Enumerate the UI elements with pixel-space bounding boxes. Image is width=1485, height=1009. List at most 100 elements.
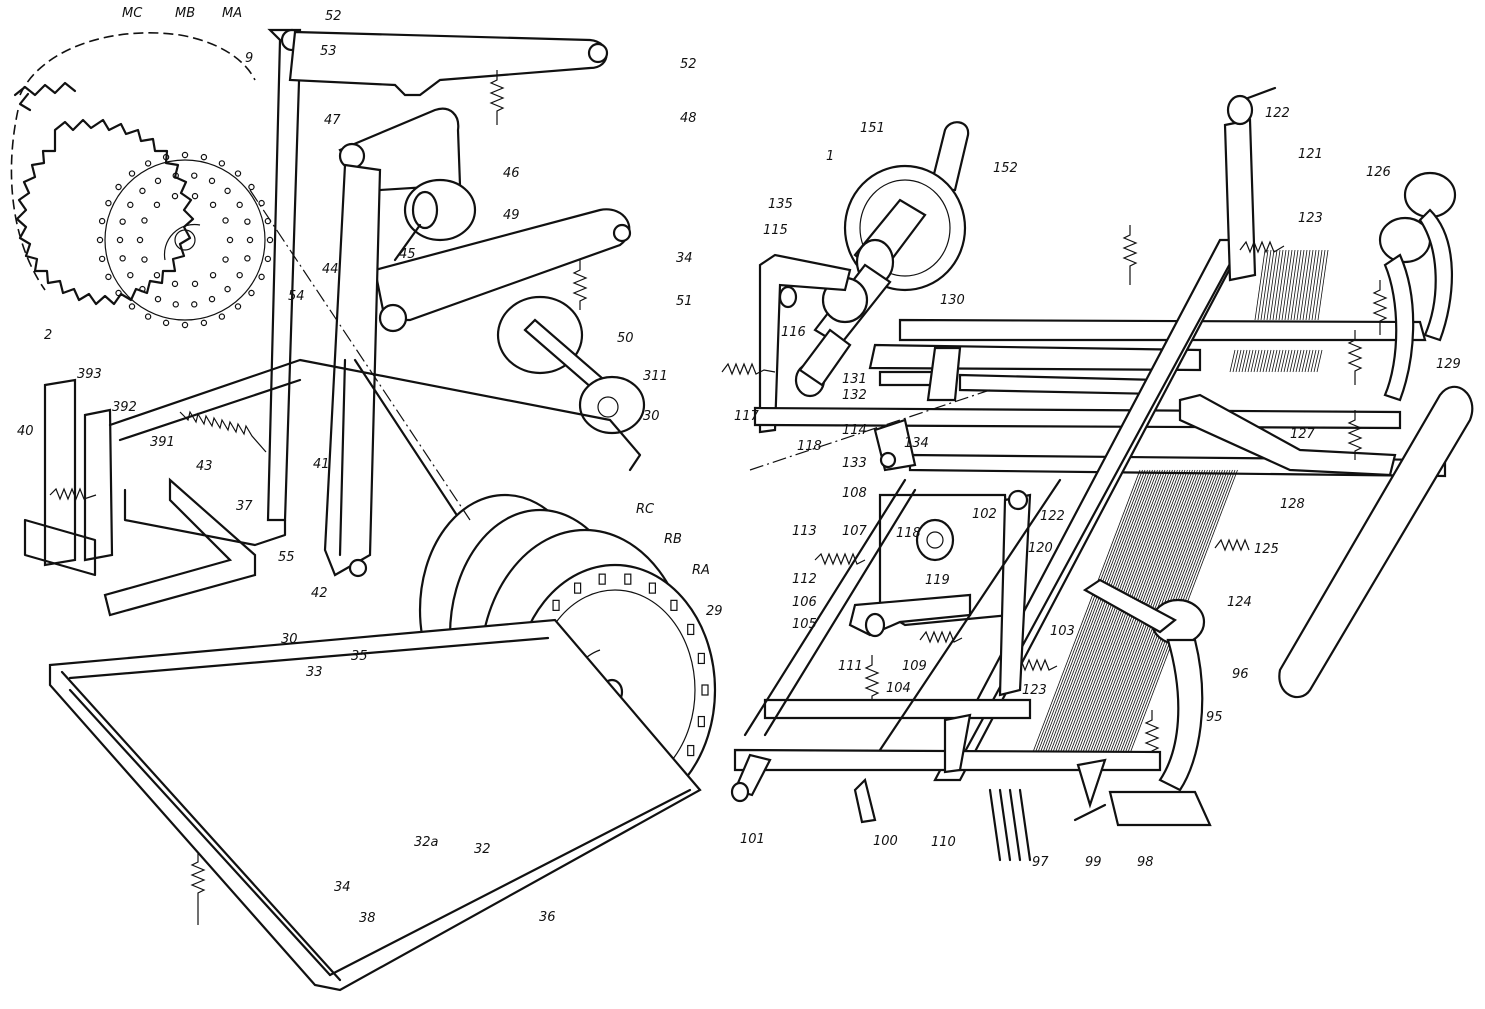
stack-97 <box>988 788 1032 862</box>
hatch-line <box>1059 469 1171 761</box>
hatch-line <box>1280 349 1287 373</box>
hatch-line <box>1316 349 1323 373</box>
label-131: 131 <box>842 372 867 387</box>
wheel-hole <box>116 236 124 244</box>
wheel-hole <box>105 273 112 281</box>
label-117: 117 <box>734 409 760 424</box>
bar-127 <box>1178 393 1397 477</box>
label-ma: MA <box>222 6 242 21</box>
wheel-hole <box>258 199 265 207</box>
wheel-hole <box>172 301 179 308</box>
hatch-line <box>1277 349 1284 373</box>
wheel-hole <box>162 319 170 327</box>
hatch-line <box>1286 349 1293 373</box>
hatch-line <box>1296 249 1308 321</box>
hatch-line <box>1057 469 1168 761</box>
label-121: 121 <box>1298 147 1323 162</box>
shaft-118 <box>794 328 852 398</box>
label-113: 113 <box>792 524 817 539</box>
hatch-line <box>1054 469 1166 761</box>
wheel-hole <box>154 295 162 303</box>
hatch-line <box>1302 249 1314 321</box>
label-30-lower: 30 <box>281 632 298 647</box>
wheel-hole <box>218 160 226 167</box>
lever-48 <box>288 30 609 97</box>
label-129: 129 <box>1436 357 1461 372</box>
wheel-hole <box>208 177 216 185</box>
reference-labels: MC MB MA 9 52 53 52 48 47 46 49 44 45 34… <box>17 6 1461 926</box>
hatch-line <box>1263 249 1275 321</box>
wheel-hole <box>248 289 255 297</box>
hatch-line <box>1293 249 1305 321</box>
label-104: 104 <box>886 681 911 696</box>
base-frame-36 <box>48 618 702 992</box>
label-122-mid: 122 <box>1040 509 1065 524</box>
hatch-line <box>1241 349 1248 373</box>
label-122-top: 122 <box>1265 106 1290 121</box>
wheel-hole <box>248 183 255 191</box>
wheel-hole <box>246 236 254 244</box>
hatch-line <box>1037 469 1148 761</box>
hatch-line <box>1047 469 1158 761</box>
hatch-line <box>1265 349 1272 373</box>
label-46: 46 <box>503 166 520 181</box>
hatch-line <box>1314 249 1326 321</box>
wheel-hole <box>162 153 170 161</box>
wheel-hole <box>209 201 217 209</box>
drum-pin <box>670 599 678 611</box>
wheel-hole <box>181 151 189 159</box>
link-rod-40 <box>23 358 642 577</box>
label-130: 130 <box>940 293 965 308</box>
label-53: 53 <box>320 44 337 59</box>
label-34-lower: 34 <box>334 880 351 895</box>
hatch-line <box>1044 469 1156 761</box>
label-34-upper: 34 <box>676 251 693 266</box>
hatch-line <box>1274 349 1281 373</box>
wheel-hole <box>119 218 126 225</box>
hatch-line <box>1311 249 1323 321</box>
drum-pin <box>687 623 695 636</box>
wheel-hole <box>234 303 242 310</box>
drum-pin <box>598 573 606 585</box>
wheel-hole <box>144 160 152 167</box>
wheel-hole <box>218 313 226 320</box>
wheel-hole <box>200 319 208 327</box>
hatch-line <box>1067 469 1178 761</box>
spring-113 <box>814 552 866 566</box>
wheel-hole <box>115 289 122 297</box>
wheel-hole <box>234 170 242 177</box>
hatch-line <box>1238 349 1245 373</box>
label-9: 9 <box>245 51 253 66</box>
label-127: 127 <box>1290 427 1316 442</box>
hatch-line <box>1260 249 1272 321</box>
wheel-hole <box>258 273 265 281</box>
drum-pin <box>574 582 582 594</box>
hatch-line <box>1232 349 1239 373</box>
springs-right <box>864 225 1388 765</box>
roll-96 <box>1278 385 1474 699</box>
wheel-hole <box>200 153 208 161</box>
roller-49 <box>393 178 477 262</box>
needle-99 <box>1073 758 1107 822</box>
wheel-hole <box>172 172 179 179</box>
label-48: 48 <box>680 111 697 126</box>
wheel-hole <box>141 256 148 263</box>
dashdot-lines <box>249 189 991 521</box>
hatched-block <box>1229 249 1329 373</box>
lever-53 <box>266 28 304 522</box>
hatch-line <box>1042 469 1153 761</box>
label-107: 107 <box>842 524 868 539</box>
hatch-line <box>1247 349 1254 373</box>
drum-pin <box>697 652 705 665</box>
label-109: 109 <box>902 659 927 674</box>
hatch-line <box>1307 349 1314 373</box>
wheel-hole <box>144 313 152 320</box>
hatch-line <box>1292 349 1299 373</box>
label-132: 132 <box>842 388 867 403</box>
label-44: 44 <box>322 262 339 277</box>
wheel-hole <box>191 280 199 288</box>
hatch-line <box>1029 469 1141 761</box>
wheel-hole <box>153 201 161 209</box>
